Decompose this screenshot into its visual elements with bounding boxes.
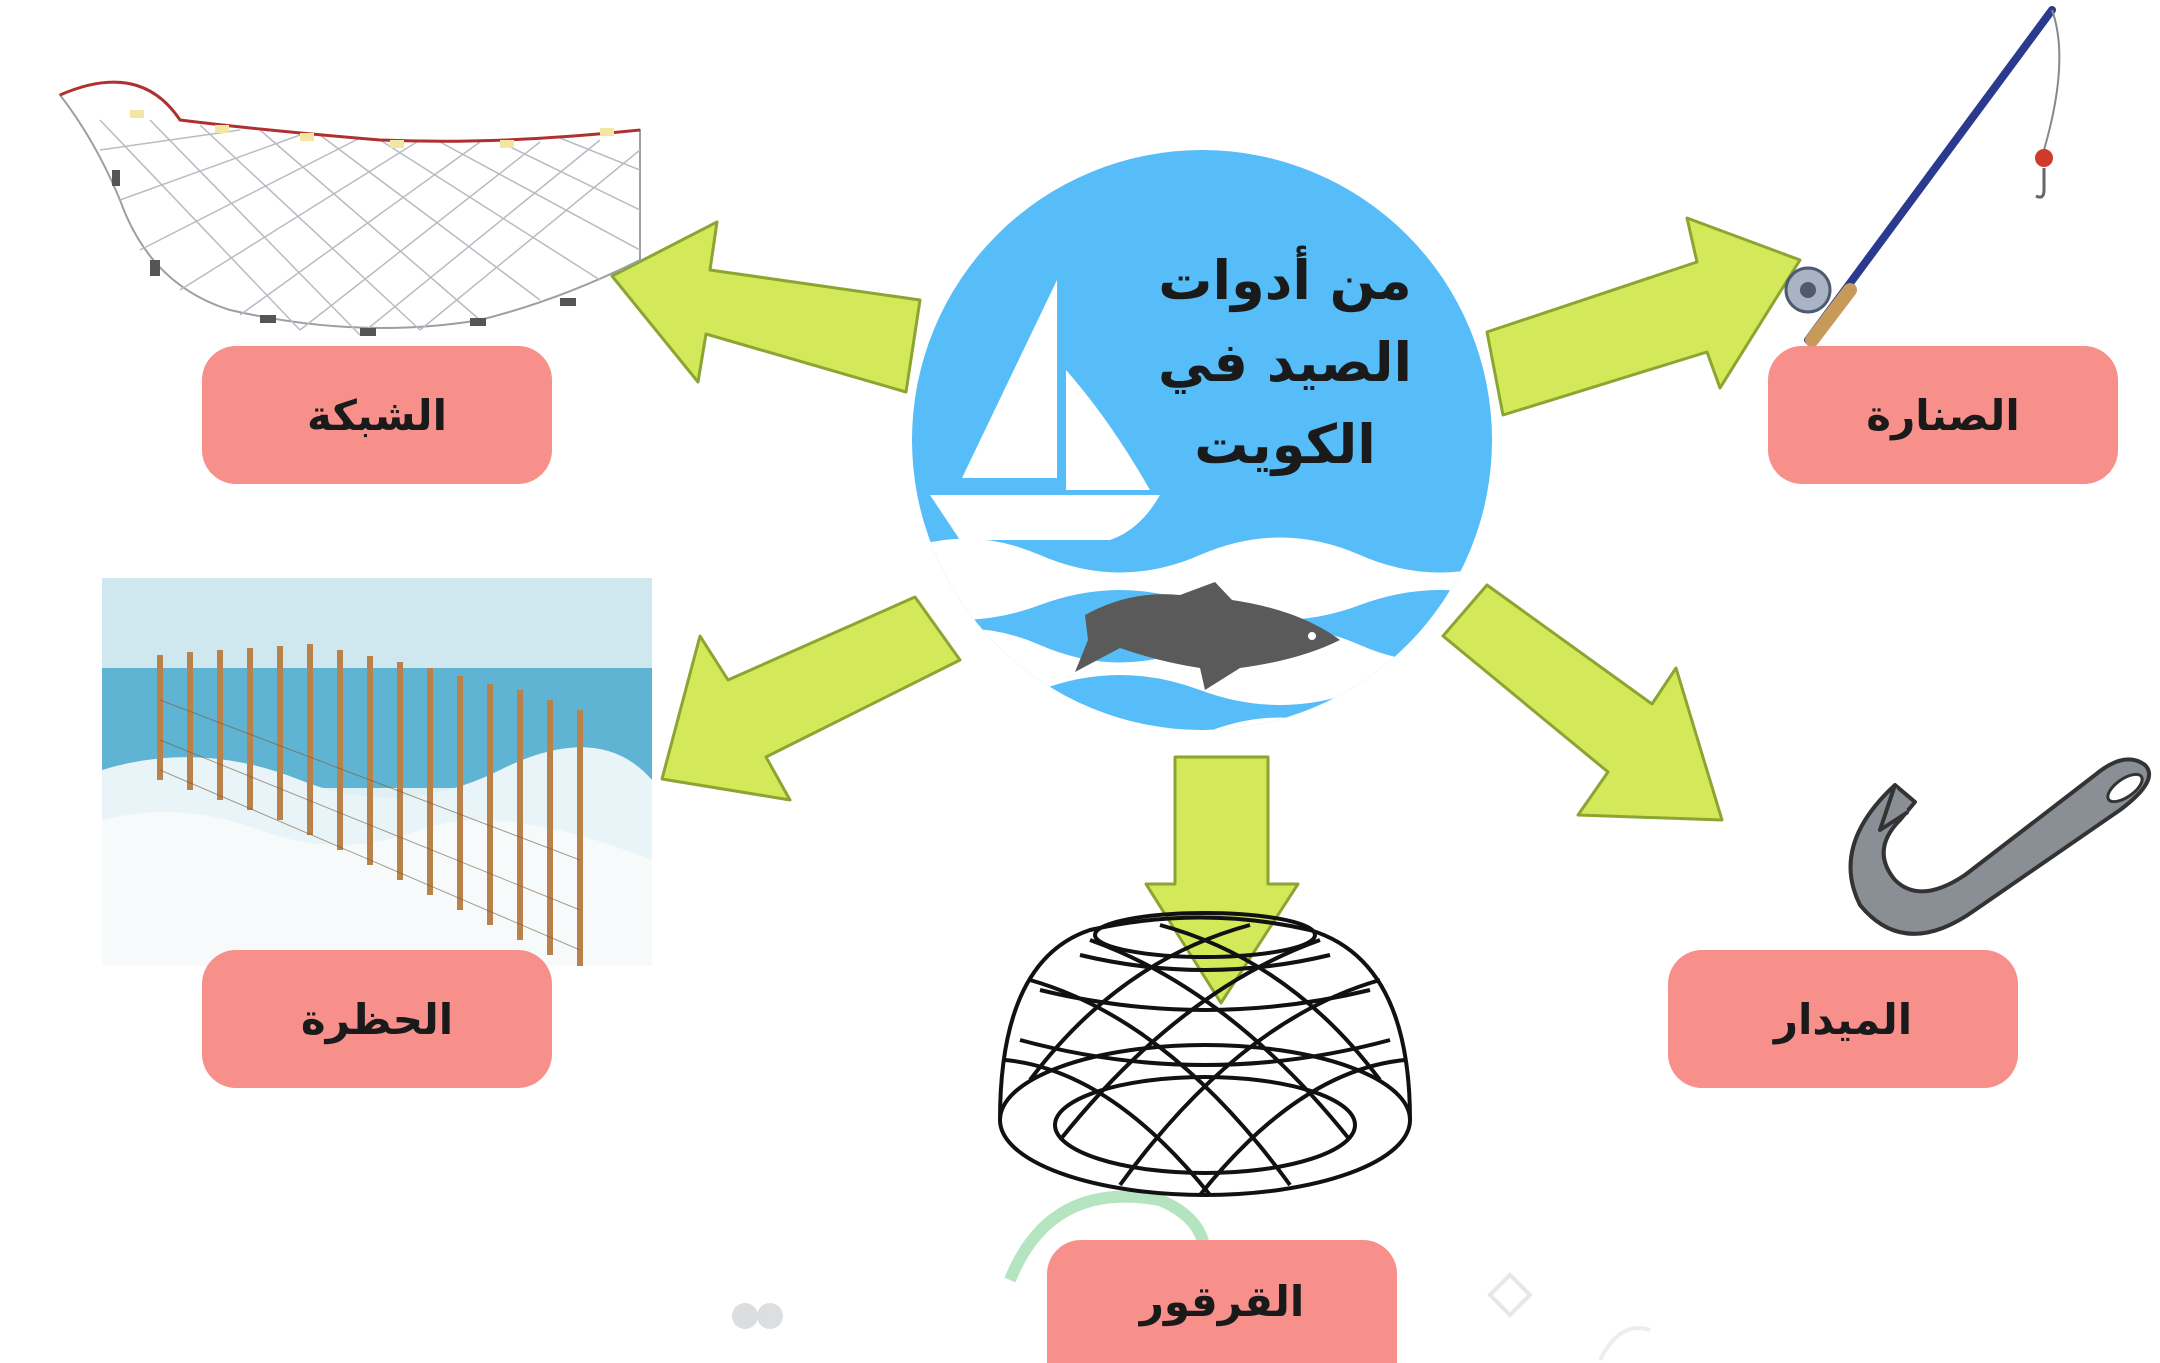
label-gargoor: القرقور: [1047, 1240, 1397, 1363]
center-emblem: [912, 150, 1492, 730]
arrow-to-hadra: [660, 595, 962, 802]
arrow-to-gargoor: [1144, 755, 1300, 1005]
center-title: من أدوات الصيد في الكويت: [1120, 240, 1450, 486]
fish-hook-icon: [1848, 757, 2151, 936]
tidal-fish-trap-icon: [102, 578, 652, 966]
wave-band-1: [912, 537, 1492, 620]
arrow-to-net: [610, 220, 922, 394]
sailboat-icon: [930, 280, 1160, 540]
fishing-net-icon: [58, 80, 641, 336]
label-net: الشبكة: [202, 346, 552, 484]
label-rod: الصنارة: [1768, 346, 2118, 484]
arrow-to-rod: [1485, 216, 1802, 417]
arrows: [610, 216, 1802, 1005]
fish-trap-cage-icon: [998, 911, 1412, 1197]
label-hadra: الحظرة: [202, 950, 552, 1088]
arrow-to-hook: [1441, 583, 1724, 822]
center-title-line-2: الصيد في: [1157, 331, 1413, 394]
fishing-rod-icon: [1784, 6, 2061, 347]
center-title-line-1: من أدوات: [1158, 249, 1412, 312]
label-hook: الميدار: [1668, 950, 2018, 1088]
fish-icon: [1075, 582, 1340, 690]
center-title-line-3: الكويت: [1194, 413, 1376, 476]
